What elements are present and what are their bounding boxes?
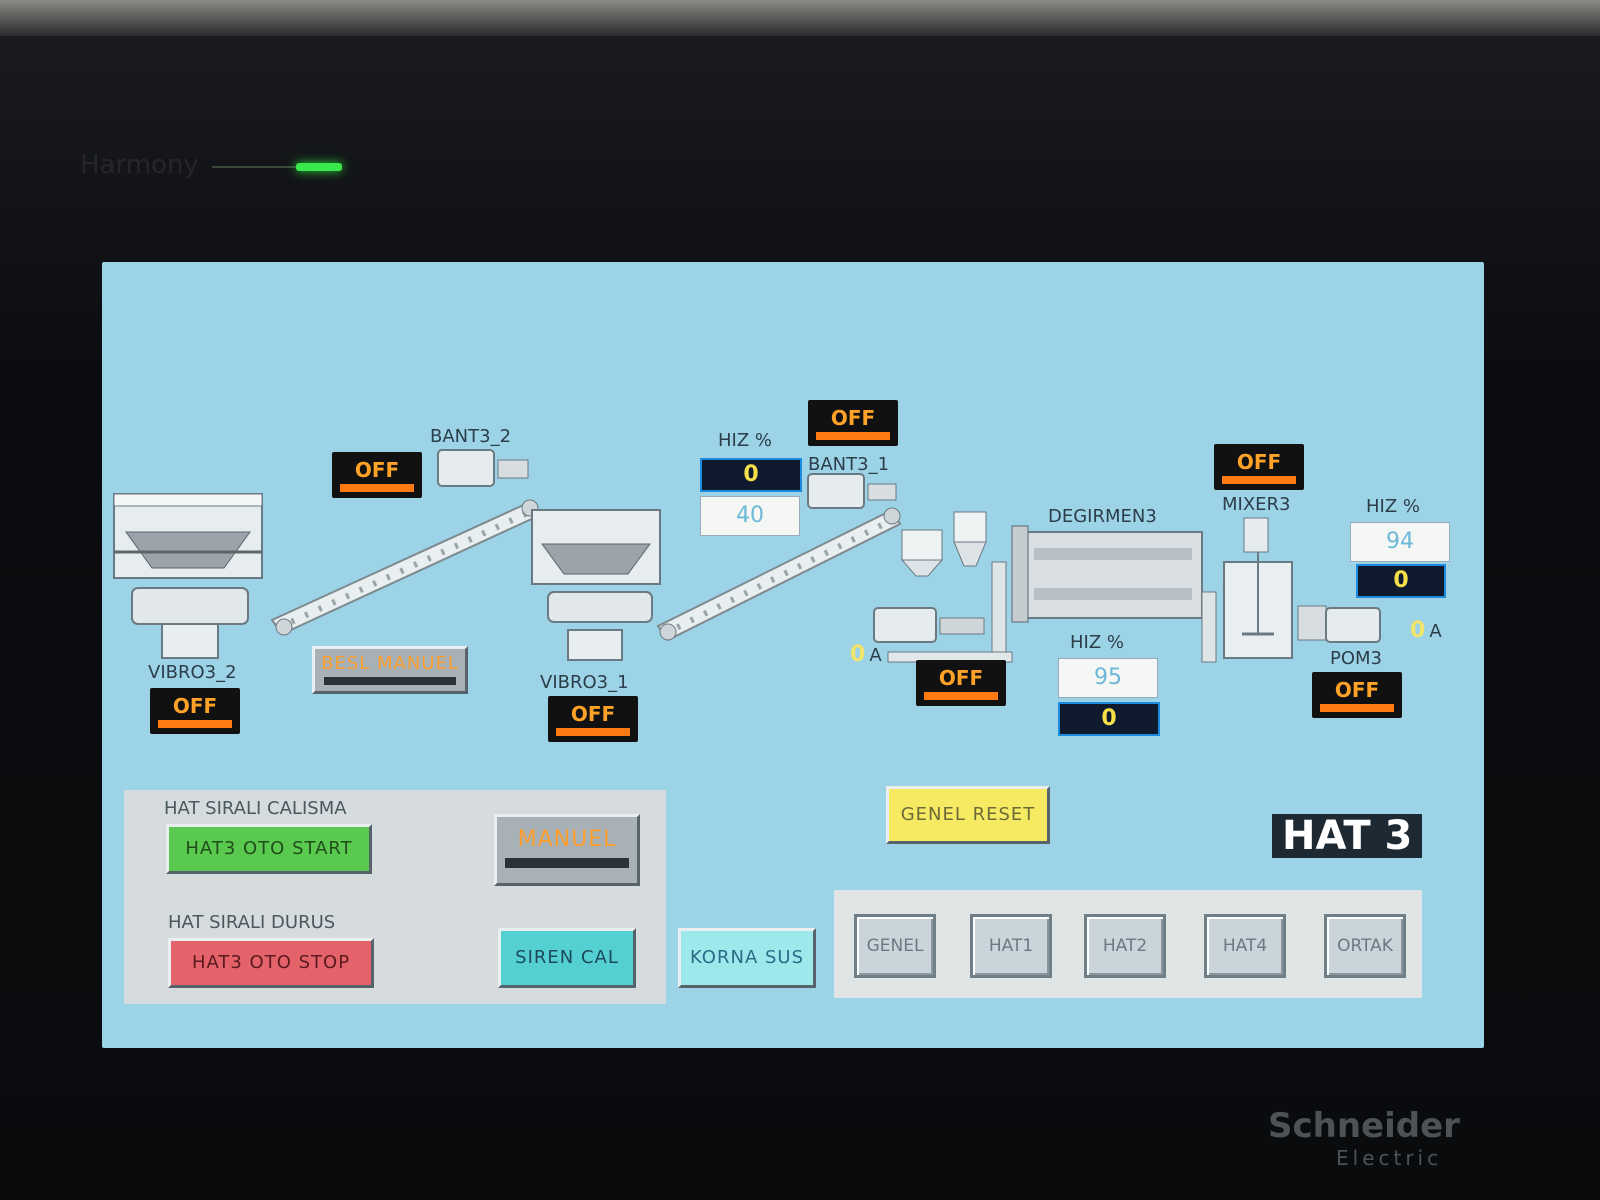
pom3-pump-graphic [1297,605,1381,643]
status-led-track [212,166,298,168]
cyclone-graphic [900,511,987,577]
wall-background [0,0,1600,36]
pom3-current-unit: A [1429,621,1442,642]
hat3-oto-start-button[interactable]: HAT3 OTO START [166,824,372,874]
bant3-1-hiz-actual: 0 [700,458,802,492]
manuel-label: MANUEL [517,827,617,852]
vibro3-2-hopper-graphic [113,493,263,659]
sirali-durus-label: HAT SIRALI DURUS [168,912,336,933]
bant3-1-conveyor-graphic [656,473,902,642]
manuel-button[interactable]: MANUEL [494,814,640,886]
pom3-status-text: OFF [1334,678,1380,702]
mixer3-status-bar [1222,476,1296,484]
mill-motor-status-text: OFF [938,666,984,690]
pom3-current-value: 0 [1410,618,1426,643]
bant3-2-status[interactable]: OFF [332,452,422,498]
pom3-status[interactable]: OFF [1312,672,1402,718]
bant3-2-status-bar [340,484,414,492]
degirmen3-hiz-actual: 0 [1058,702,1160,736]
bant3-2-label: BANT3_2 [430,426,512,447]
vibro3-1-status[interactable]: OFF [548,696,638,742]
mill-motor-current-value: 0 [850,642,866,667]
sirali-calisma-label: HAT SIRALI CALISMA [164,798,347,819]
bant3-1-hiz-label: HIZ % [718,430,772,451]
screen-title: HAT 3 [1272,814,1423,858]
pom3-status-bar [1320,704,1394,712]
mixer3-tank-graphic [1201,517,1293,663]
nav-genel-button[interactable]: GENEL [854,914,936,978]
korna-sus-button[interactable]: KORNA SUS [678,928,816,988]
besl-manuel-indicator [324,677,456,685]
pom3-hiz-actual: 0 [1356,564,1446,598]
genel-reset-button[interactable]: GENEL RESET [886,786,1050,844]
hat3-oto-stop-button[interactable]: HAT3 OTO STOP [168,938,374,988]
vibro3-1-status-bar [556,728,630,736]
mill-motor-current-unit: A [869,645,882,666]
siren-cal-button[interactable]: SIREN CAL [498,928,636,988]
degirmen3-hiz-setpoint[interactable]: 95 [1058,658,1158,698]
pom3-hiz-setpoint[interactable]: 94 [1350,522,1450,562]
brand-logo-sub: Electric [1336,1146,1443,1170]
bant3-1-status-bar [816,432,890,440]
mill-motor-status-bar [924,692,998,700]
mixer3-status[interactable]: OFF [1214,444,1304,490]
hmi-screen: VIBRO3_2 OFF BANT3_2 OFF BESL MANUEL VIB… [102,262,1484,1048]
bant3-1-status-text: OFF [830,406,876,430]
vibro3-1-hopper-graphic [531,509,661,661]
nav-hat2-button[interactable]: HAT2 [1084,914,1166,978]
process-graphics [113,449,1381,663]
bant3-2-status-text: OFF [354,458,400,482]
status-led [296,163,342,171]
bant3-1-label: BANT3_1 [808,454,890,475]
degirmen3-hiz-label: HIZ % [1070,632,1124,653]
model-label: Harmony [80,150,199,180]
degirmen3-mill-graphic [873,525,1203,663]
nav-hat1-button[interactable]: HAT1 [970,914,1052,978]
pom3-label: POM3 [1330,648,1383,669]
vibro3-2-status-text: OFF [172,694,218,718]
mixer3-label: MIXER3 [1222,494,1291,515]
mixer3-status-text: OFF [1236,450,1282,474]
vibro3-2-label: VIBRO3_2 [148,662,237,683]
nav-ortak-button[interactable]: ORTAK [1324,914,1406,978]
nav-hat4-button[interactable]: HAT4 [1204,914,1286,978]
mill-motor-status[interactable]: OFF [916,660,1006,706]
pom3-hiz-label: HIZ % [1366,496,1420,517]
besl-manuel-button[interactable]: BESL MANUEL [312,646,468,694]
vibro3-2-status-bar [158,720,232,728]
brand-logo: Schneider [1268,1106,1460,1146]
degirmen3-label: DEGIRMEN3 [1048,506,1157,527]
manuel-indicator [505,858,629,868]
bant3-1-hiz-setpoint[interactable]: 40 [700,496,800,536]
bant3-1-status[interactable]: OFF [808,400,898,446]
vibro3-1-status-text: OFF [570,702,616,726]
vibro3-1-label: VIBRO3_1 [540,672,629,693]
besl-manuel-label: BESL MANUEL [321,653,459,674]
vibro3-2-status[interactable]: OFF [150,688,240,734]
